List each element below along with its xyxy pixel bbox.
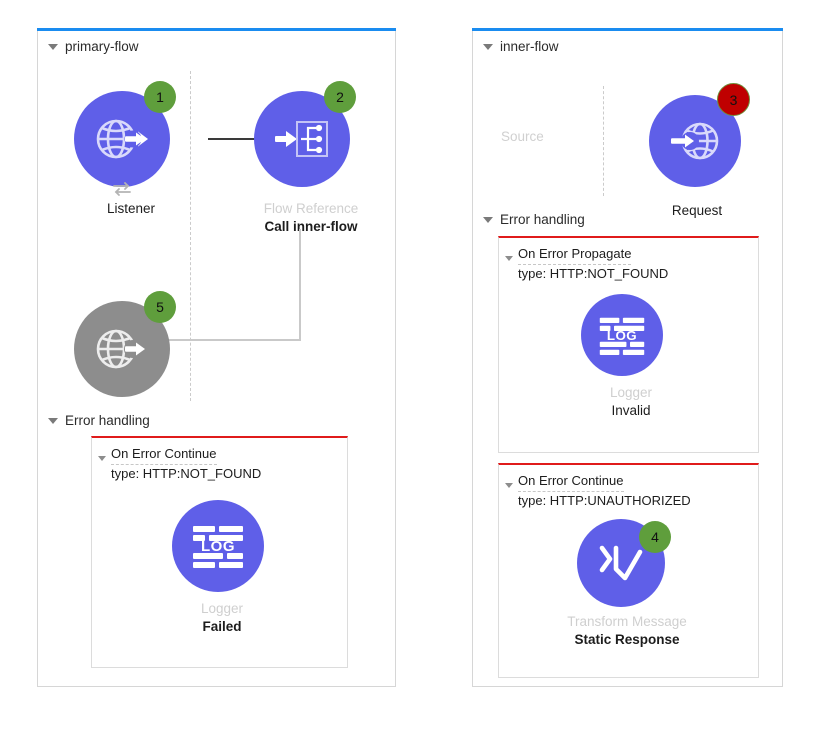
node-name-label: Listener — [106, 201, 156, 216]
node-label-group: Flow Reference Call inner-flow — [216, 200, 406, 236]
source-separator-dashed-line — [603, 86, 604, 196]
error-handler-subtitle: type: HTTP:NOT_FOUND — [111, 465, 262, 481]
node-label-group: Request — [627, 202, 767, 220]
node-badge[interactable]: 1 — [144, 81, 176, 113]
node-disabled-request[interactable]: 5 — [66, 286, 196, 397]
node-label-group: Logger Invalid — [546, 384, 716, 420]
flow-reference-icon — [275, 121, 328, 157]
node-badge[interactable]: 4 — [639, 521, 671, 553]
panel-top-rule — [37, 28, 396, 31]
node-name-label: Request — [671, 203, 723, 218]
node-badge-label: 5 — [156, 299, 164, 315]
node-type-label: Flow Reference — [263, 201, 359, 216]
node-badge[interactable]: 2 — [324, 81, 356, 113]
logger-icon: LOG — [599, 317, 645, 355]
node-circle[interactable]: LOG — [172, 500, 264, 592]
node-name-label: Invalid — [611, 403, 651, 419]
flow-header-primary-flow[interactable]: primary-flow — [48, 39, 139, 54]
flow-name-label: primary-flow — [65, 39, 139, 54]
flow-header-inner-flow[interactable]: inner-flow — [483, 39, 559, 54]
error-handler-title: On Error Continue — [111, 446, 217, 465]
caret-down-icon[interactable] — [48, 43, 58, 50]
node-label-group: Listener — [58, 200, 204, 218]
panel-top-rule — [472, 28, 783, 31]
http-request-globe-icon — [96, 329, 145, 369]
node-name-label: Failed — [202, 619, 242, 635]
error-handler-subtitle: type: HTTP:NOT_FOUND — [518, 265, 669, 281]
error-handler-titles: On Error Continue type: HTTP:NOT_FOUND — [111, 444, 261, 482]
error-handler-title: On Error Continue — [518, 473, 624, 492]
source-separator-dashed-line — [190, 71, 191, 401]
http-listener-globe-icon — [96, 119, 148, 159]
node-type-label: Transform Message — [567, 614, 687, 629]
node-listener[interactable]: 1 Listener — [66, 76, 196, 216]
node-badge-label: 2 — [336, 89, 344, 105]
node-name-label: Static Response — [574, 632, 680, 648]
error-handling-header[interactable]: Error handling — [483, 212, 585, 227]
error-handler-on-error-continue[interactable]: On Error Continue type: HTTP:UNAUTHORIZE… — [498, 463, 759, 678]
caret-down-icon[interactable] — [98, 456, 106, 461]
http-request-globe-icon — [671, 122, 719, 160]
error-handler-on-error-propagate[interactable]: On Error Propagate type: HTTP:NOT_FOUND — [498, 236, 759, 453]
node-type-label: Logger — [609, 385, 653, 400]
node-transform-message[interactable]: 4 Transform Message Static Response — [567, 519, 697, 669]
caret-down-icon[interactable] — [483, 216, 493, 223]
logger-icon: LOG — [193, 526, 243, 568]
exchange-arrows-icon — [113, 182, 131, 196]
node-logger[interactable]: LOG Logger Invalid — [571, 294, 691, 444]
error-handler-title-row[interactable]: On Error Continue type: HTTP:UNAUTHORIZE… — [505, 471, 754, 509]
svg-text:LOG: LOG — [607, 327, 637, 342]
error-handler-on-error-continue[interactable]: On Error Continue type: HTTP:NOT_FOUND — [91, 436, 348, 668]
node-badge-label: 4 — [651, 529, 659, 545]
node-type-label: Logger — [200, 601, 244, 616]
dataweave-transform-icon — [599, 545, 643, 581]
error-handler-title: On Error Propagate — [518, 246, 632, 265]
node-badge[interactable]: 3 — [717, 83, 750, 116]
error-handler-subtitle: type: HTTP:UNAUTHORIZED — [518, 492, 691, 508]
node-label-group: Logger Failed — [137, 600, 307, 636]
caret-down-icon[interactable] — [505, 483, 513, 488]
error-handler-titles: On Error Continue type: HTTP:UNAUTHORIZE… — [518, 471, 691, 509]
node-badge-label: 1 — [156, 89, 164, 105]
node-label-group: Transform Message Static Response — [542, 613, 712, 649]
flow-panel-primary-flow[interactable]: primary-flow — [37, 28, 396, 687]
svg-text:LOG: LOG — [201, 538, 235, 555]
node-badge[interactable]: 5 — [144, 291, 176, 323]
node-http-request[interactable]: 3 Request — [641, 78, 771, 218]
error-handling-label: Error handling — [500, 212, 585, 227]
node-circle[interactable] — [649, 95, 741, 187]
error-handler-title-row[interactable]: On Error Propagate type: HTTP:NOT_FOUND — [505, 244, 754, 282]
node-circle[interactable]: LOG — [581, 294, 663, 376]
error-handling-header[interactable]: Error handling — [48, 413, 150, 428]
caret-down-icon[interactable] — [48, 417, 58, 424]
connector-flowref-down — [299, 229, 301, 341]
flow-name-label: inner-flow — [500, 39, 559, 54]
node-badge-label: 3 — [729, 91, 738, 108]
node-flow-reference[interactable]: 2 Flow Reference Call inner-flow — [246, 76, 376, 234]
connector-listener-to-flowref — [208, 138, 268, 140]
connector-flowref-left — [164, 339, 301, 341]
flow-panel-inner-flow[interactable]: inner-flow Source — [472, 28, 783, 687]
node-name-label: Call inner-flow — [264, 219, 358, 235]
source-placeholder-label[interactable]: Source — [501, 129, 544, 144]
error-handler-titles: On Error Propagate type: HTTP:NOT_FOUND — [518, 244, 668, 282]
error-handling-label: Error handling — [65, 413, 150, 428]
error-handler-title-row[interactable]: On Error Continue type: HTTP:NOT_FOUND — [98, 444, 343, 482]
node-logger[interactable]: LOG Logger Failed — [162, 500, 282, 650]
caret-down-icon[interactable] — [505, 256, 513, 261]
caret-down-icon[interactable] — [483, 43, 493, 50]
